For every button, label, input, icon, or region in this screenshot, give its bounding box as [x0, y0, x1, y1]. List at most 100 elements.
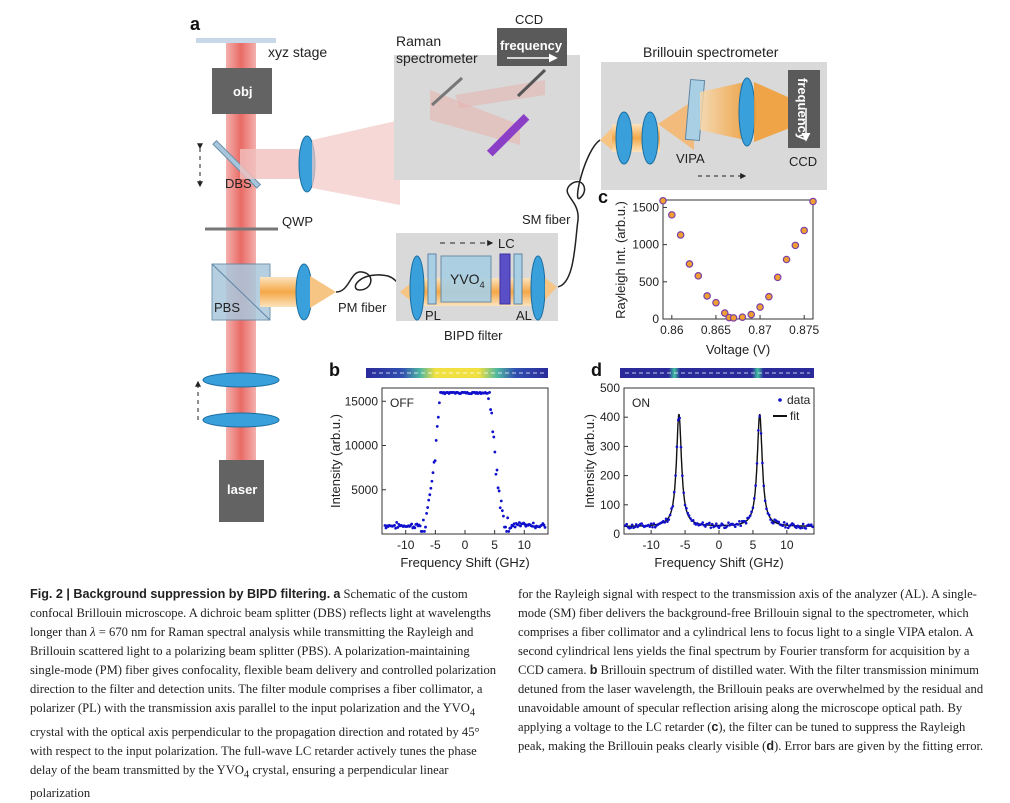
panel-c-point: [809, 197, 817, 206]
panel-d-point: [686, 511, 690, 515]
panel-b-point: [516, 523, 520, 527]
panel-d-point: [714, 522, 718, 525]
panel-d-point: [763, 499, 767, 502]
panel-c-axes: [662, 199, 814, 320]
brillouin-cylindrical-lens: [738, 77, 756, 147]
caption-right: for the Rayleigh signal with respect to …: [518, 585, 988, 756]
c-ticks-xtick-label: 0.865: [701, 323, 731, 337]
panel-d-point: [786, 526, 790, 530]
panel-d-point: [708, 521, 711, 525]
panel-d-point: [748, 514, 752, 517]
panel-b-point: [413, 526, 417, 530]
panel-d-point: [629, 526, 633, 529]
panel-d-point: [725, 524, 729, 528]
panel-b-point: [491, 430, 495, 434]
pm-coupling-lens: [295, 263, 313, 321]
laser-label: laser: [227, 482, 257, 497]
panel-b-point: [497, 489, 501, 493]
panel-b-point: [395, 521, 399, 524]
panel-d-point: [685, 507, 688, 510]
panel-b-point: [418, 524, 422, 528]
lc-label: LC: [498, 236, 515, 251]
c-ticks-ytick-label: 1500: [632, 200, 659, 214]
panel-d-legend-fit: fit: [790, 409, 800, 423]
panel-d-point: [663, 521, 667, 524]
panel-d-point: [755, 462, 759, 465]
panel-d-point: [687, 514, 691, 517]
panel-b-point: [493, 450, 497, 454]
caption-left-text-3: crystal with the optical axis perpendicu…: [30, 724, 480, 777]
panel-c-point: [712, 298, 720, 307]
panel-d-fit-curve: [624, 413, 814, 527]
panel-d-point: [695, 522, 699, 525]
raman-internal-beam-1: [430, 90, 520, 145]
c-ticks-ytick-label: 500: [639, 275, 659, 289]
panel-d-point: [679, 445, 683, 449]
panel-b-point: [420, 529, 424, 533]
panel-b-point: [507, 529, 511, 533]
objective: [212, 68, 272, 114]
panel-b-point: [488, 391, 491, 394]
panel-b-point: [494, 472, 498, 476]
panel-b-off-tag: OFF: [390, 396, 414, 410]
panel-c-point: [720, 309, 729, 317]
panel-d-point: [651, 525, 654, 529]
bipd-input-cone: [400, 282, 412, 302]
raman-ccd-label: CCD: [515, 12, 543, 27]
panel-b-point: [436, 415, 440, 419]
panel-c-point: [756, 303, 764, 311]
panel-d-point: [727, 521, 730, 525]
panel-b-point: [506, 516, 510, 520]
d-ticks-xtick-label: 0: [716, 538, 723, 552]
panel-d-point: [652, 522, 656, 525]
c-ticks-ytick-label: 1000: [632, 238, 659, 252]
panel-b-point: [383, 524, 387, 527]
panel-d-point: [672, 490, 676, 494]
analyzer-al: [513, 253, 523, 305]
pbs-label: PBS: [214, 300, 240, 315]
panel-b-point: [437, 401, 441, 405]
panel-b-point: [433, 459, 437, 463]
bipd-output-cone: [545, 278, 557, 300]
panel-b-point: [384, 526, 388, 530]
panel-d-point: [709, 526, 713, 529]
panel-d-point: [811, 525, 814, 529]
caption-panel-d-ref: d: [766, 739, 775, 753]
panel-d-point: [640, 522, 643, 525]
panel-d-point: [710, 522, 714, 526]
panel-b-point: [487, 397, 490, 401]
qwp-label: QWP: [282, 214, 313, 229]
panel-d-ylabel: Intensity (arb.u.): [582, 414, 597, 508]
panel-d-point: [752, 497, 756, 500]
panel-d-point: [750, 510, 753, 514]
panel-c-ylabel: Rayleigh Int. (arb.u.): [613, 201, 628, 319]
panel-b-point: [426, 506, 430, 509]
panel-b-xlabel: Frequency Shift (GHz): [400, 555, 529, 570]
figure-2: a xyz stage obj DBS QWP PBS PM fiber: [190, 12, 827, 570]
panel-d-point: [691, 518, 695, 522]
bipd-filter-label: BIPD filter: [444, 328, 503, 343]
laser: [219, 460, 264, 522]
panel-b-point: [502, 514, 505, 518]
d-ticks-ytick-label: 300: [600, 439, 620, 453]
panel-a: a xyz stage obj DBS QWP PBS PM fiber: [190, 12, 827, 522]
panel-d-point: [758, 415, 762, 418]
panel-b-point: [498, 506, 502, 510]
caption-lambda: λ: [90, 625, 96, 639]
brillouin-input-cone: [600, 128, 612, 150]
pl-label: PL: [425, 308, 441, 323]
yvo-label: YVO4: [450, 271, 485, 290]
panel-d-point: [738, 520, 741, 523]
panel-d-point: [689, 517, 692, 520]
caption-panel-b-ref: b: [589, 663, 598, 677]
panel-d-point: [700, 523, 703, 526]
c-ticks-xtick-label: 0.875: [789, 323, 819, 337]
panel-c-point: [800, 226, 808, 235]
panel-d-point: [625, 522, 629, 526]
lc-retarder: [499, 253, 511, 305]
panel-b-point: [495, 468, 499, 472]
panel-b-point: [496, 486, 500, 490]
brillouin-ccd-frequency-label: frequency: [795, 78, 810, 141]
yvo4-crystal: [440, 255, 492, 303]
